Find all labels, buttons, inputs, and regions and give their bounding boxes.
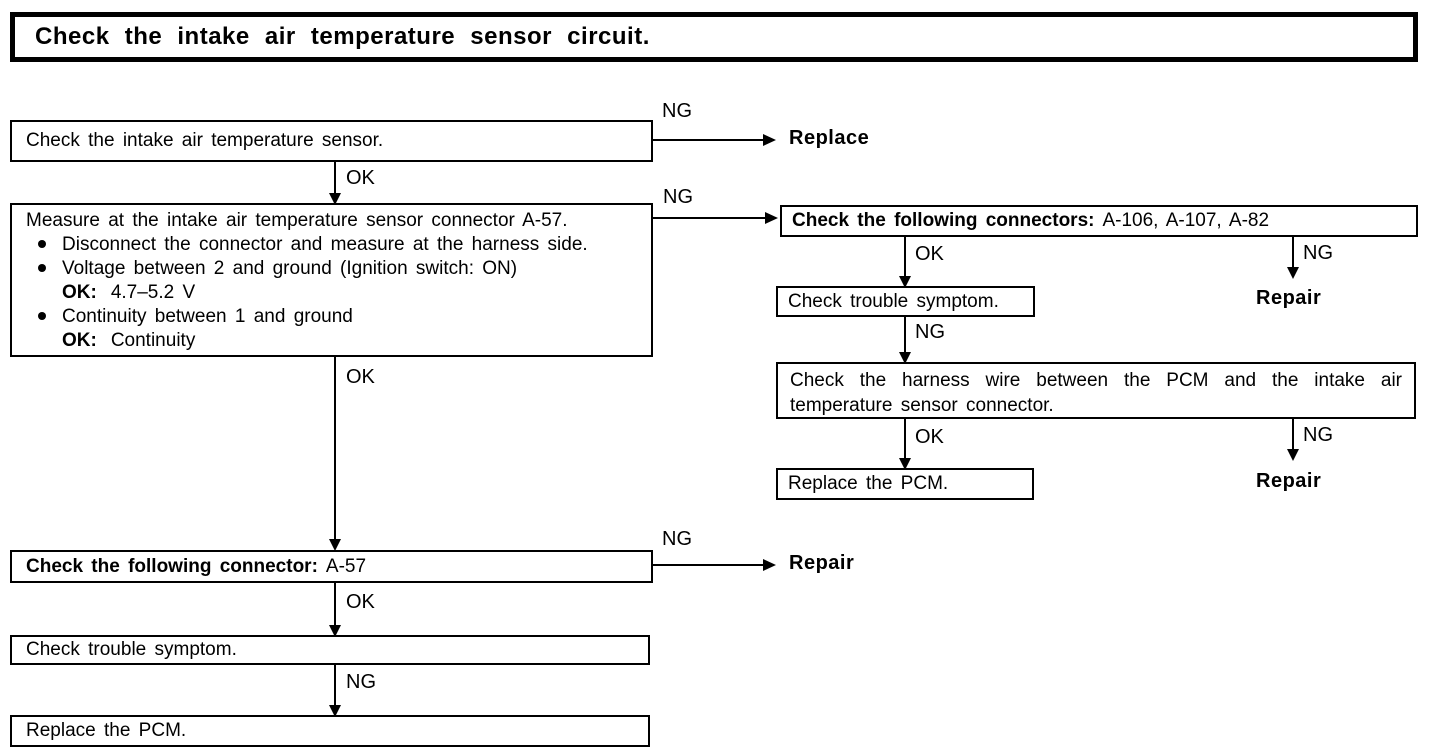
bullet-icon xyxy=(38,263,46,272)
check-connector-a57-value: A-57 xyxy=(325,555,367,577)
terminal-replace: Replace xyxy=(789,127,870,149)
ok-label-2: OK xyxy=(346,366,375,389)
measure-bullet-1: Disconnect the connector and measure at … xyxy=(26,233,641,257)
check-connectors-value: A-106, A-107, A-82 xyxy=(1102,210,1270,231)
measure-ok-1: OK: 4.7–5.2 V xyxy=(26,281,641,305)
ng-label-5: NG xyxy=(1303,424,1333,447)
bullet-icon xyxy=(38,239,46,248)
check-connector-a57-label: Check the following connector: xyxy=(26,555,318,577)
check-harness-text: Check the harness wire between the PCM a… xyxy=(790,370,1402,416)
terminal-repair: Repair xyxy=(1256,470,1322,492)
node-measure-a57: Measure at the intake air temperature se… xyxy=(10,203,653,357)
flowchart-title-box: Check the intake air temperature sensor … xyxy=(10,12,1418,62)
connector-line xyxy=(653,139,765,141)
arrow-right-icon xyxy=(763,134,776,146)
bullet-icon xyxy=(38,311,46,320)
check-trouble-left-text: Check trouble symptom. xyxy=(26,639,237,660)
node-check-harness: Check the harness wire between the PCM a… xyxy=(776,362,1416,419)
measure-bullet-1-text: Disconnect the connector and measure at … xyxy=(62,234,588,255)
arrow-down-icon xyxy=(899,276,911,288)
ok-spec-label: OK: xyxy=(62,282,97,303)
connector-line xyxy=(334,357,336,540)
check-connectors-label: Check the following connectors: xyxy=(792,210,1095,231)
node-check-sensor: Check the intake air temperature sensor. xyxy=(10,120,653,162)
replace-pcm-left-text: Replace the PCM. xyxy=(26,720,187,741)
node-check-trouble-left: Check trouble symptom. xyxy=(10,635,650,665)
connector-line xyxy=(1292,237,1294,268)
replace-pcm-right-text: Replace the PCM. xyxy=(788,473,949,494)
connector-line xyxy=(653,564,765,566)
ok-spec-value: Continuity xyxy=(110,330,196,351)
ok-spec-label: OK: xyxy=(62,330,97,351)
measure-bullet-3-text: Continuity between 1 and ground xyxy=(62,306,353,327)
ok-spec-value: 4.7–5.2 V xyxy=(110,282,196,303)
measure-heading: Measure at the intake air temperature se… xyxy=(26,210,568,231)
arrow-down-icon xyxy=(899,352,911,364)
connector-line xyxy=(334,583,336,626)
ng-label-6: NG xyxy=(662,528,692,551)
connector-line xyxy=(1292,419,1294,450)
terminal-repair: Repair xyxy=(789,552,855,574)
arrow-down-icon xyxy=(329,705,341,717)
ng-label-2: NG xyxy=(663,186,693,209)
connector-line xyxy=(334,162,336,194)
arrow-right-icon xyxy=(763,559,776,571)
flowchart-title: Check the intake air temperature sensor … xyxy=(35,23,650,50)
ok-label-5: OK xyxy=(346,591,375,614)
arrow-down-icon xyxy=(1287,449,1299,461)
node-replace-pcm-right: Replace the PCM. xyxy=(776,468,1034,500)
node-check-connector-a57: Check the following connector: A-57 xyxy=(10,550,653,583)
ok-label-4: OK xyxy=(915,426,944,449)
ng-label-3: NG xyxy=(1303,242,1333,265)
ok-label-1: OK xyxy=(346,167,375,190)
check-trouble-right-text: Check trouble symptom. xyxy=(788,290,999,312)
ng-label-4: NG xyxy=(915,321,945,344)
measure-bullet-2: Voltage between 2 and ground (Ignition s… xyxy=(26,257,641,281)
measure-bullet-2-text: Voltage between 2 and ground (Ignition s… xyxy=(62,258,518,279)
arrow-down-icon xyxy=(1287,267,1299,279)
connector-line xyxy=(904,237,906,277)
connector-line xyxy=(904,317,906,353)
connector-line xyxy=(904,419,906,459)
measure-ok-2: OK: Continuity xyxy=(26,329,641,353)
arrow-down-icon xyxy=(899,458,911,470)
ok-label-3: OK xyxy=(915,243,944,266)
arrow-down-icon xyxy=(329,625,341,637)
arrow-down-icon xyxy=(329,193,341,205)
node-check-sensor-text: Check the intake air temperature sensor. xyxy=(26,130,384,151)
arrow-down-icon xyxy=(329,539,341,551)
ng-label-7: NG xyxy=(346,671,376,694)
ng-label-1: NG xyxy=(662,100,692,123)
connector-line xyxy=(653,217,767,219)
terminal-repair: Repair xyxy=(1256,287,1322,309)
node-replace-pcm-left: Replace the PCM. xyxy=(10,715,650,747)
node-check-connectors: Check the following connectors: A-106, A… xyxy=(780,205,1418,237)
node-check-trouble-right: Check trouble symptom. xyxy=(776,286,1035,317)
measure-bullet-3: Continuity between 1 and ground xyxy=(26,305,641,329)
arrow-right-icon xyxy=(765,212,778,224)
connector-line xyxy=(334,665,336,706)
